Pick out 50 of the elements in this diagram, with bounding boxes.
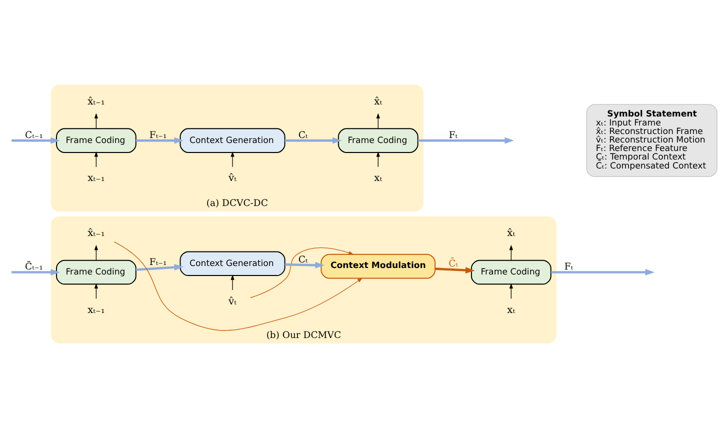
edge-label: Fₜ₋₁ (149, 130, 167, 142)
node-text: x̂ₜ₋₁ (88, 96, 105, 108)
arrow (250, 247, 354, 298)
node-text: x̂ₜ (374, 96, 382, 108)
node-text: xₜ₋₁ (88, 173, 105, 184)
arrow (551, 268, 655, 276)
edge-label: Fₜ (564, 262, 574, 273)
arrow (230, 152, 234, 168)
node-box: Symbol Statement xₜ: Input Frame x̂ₜ: Reconstruction Frame v̂ₜ: Reconstruction Motion Fₜ: Reference Feature Cₜ: Temporal Context C̄ₜ: Compensated Context (586, 104, 718, 177)
node-box: Frame Coding (56, 260, 136, 285)
edge-label: Fₜ₋₁ (149, 257, 167, 268)
edge-label: Fₜ (448, 130, 458, 142)
node-text: x̂ₜ (507, 228, 516, 240)
arrow (12, 137, 60, 144)
arrow (12, 268, 60, 276)
node-box: Context Generation (180, 128, 286, 153)
node-box: Context Modulation (320, 254, 436, 279)
node-box: Context Generation (180, 251, 286, 276)
arrow (94, 283, 98, 299)
arrow (509, 283, 514, 299)
arrow (284, 262, 325, 268)
node-box: Frame Coding (56, 128, 136, 153)
arrow (376, 152, 380, 168)
node-text: xₜ₋₁ (88, 304, 105, 316)
node-box: Frame Coding (470, 260, 552, 285)
arrow (376, 113, 380, 129)
arrow (284, 137, 342, 144)
arrow (94, 113, 98, 129)
arrow (136, 264, 184, 271)
arrow (114, 242, 363, 331)
edge-label: Cₜ₋₁ (25, 130, 43, 142)
node-label: (b) Our DCMVC (266, 330, 342, 341)
node-text: v̂ₜ (228, 173, 237, 184)
arrow (509, 244, 514, 261)
edge-label: Cₜ (298, 130, 308, 142)
node-text: xₜ (374, 173, 382, 184)
edge-label: C̄ₜ₋₁ (25, 262, 43, 273)
edge-label: C̄ₜ (448, 258, 458, 270)
arrow (230, 274, 234, 290)
arrow (418, 137, 514, 144)
node-text: xₜ (507, 304, 516, 316)
arrow (435, 266, 475, 274)
node-text: x̂ₜ₋₁ (88, 228, 105, 240)
arrow (136, 137, 184, 144)
node-box: Frame Coding (338, 128, 418, 153)
arrow (94, 152, 98, 168)
arrow (94, 244, 98, 261)
edge-label: Cₜ (298, 254, 308, 266)
node-label: (a) DCVC-DC (206, 198, 268, 210)
node-text: v̂ₜ (228, 296, 237, 308)
